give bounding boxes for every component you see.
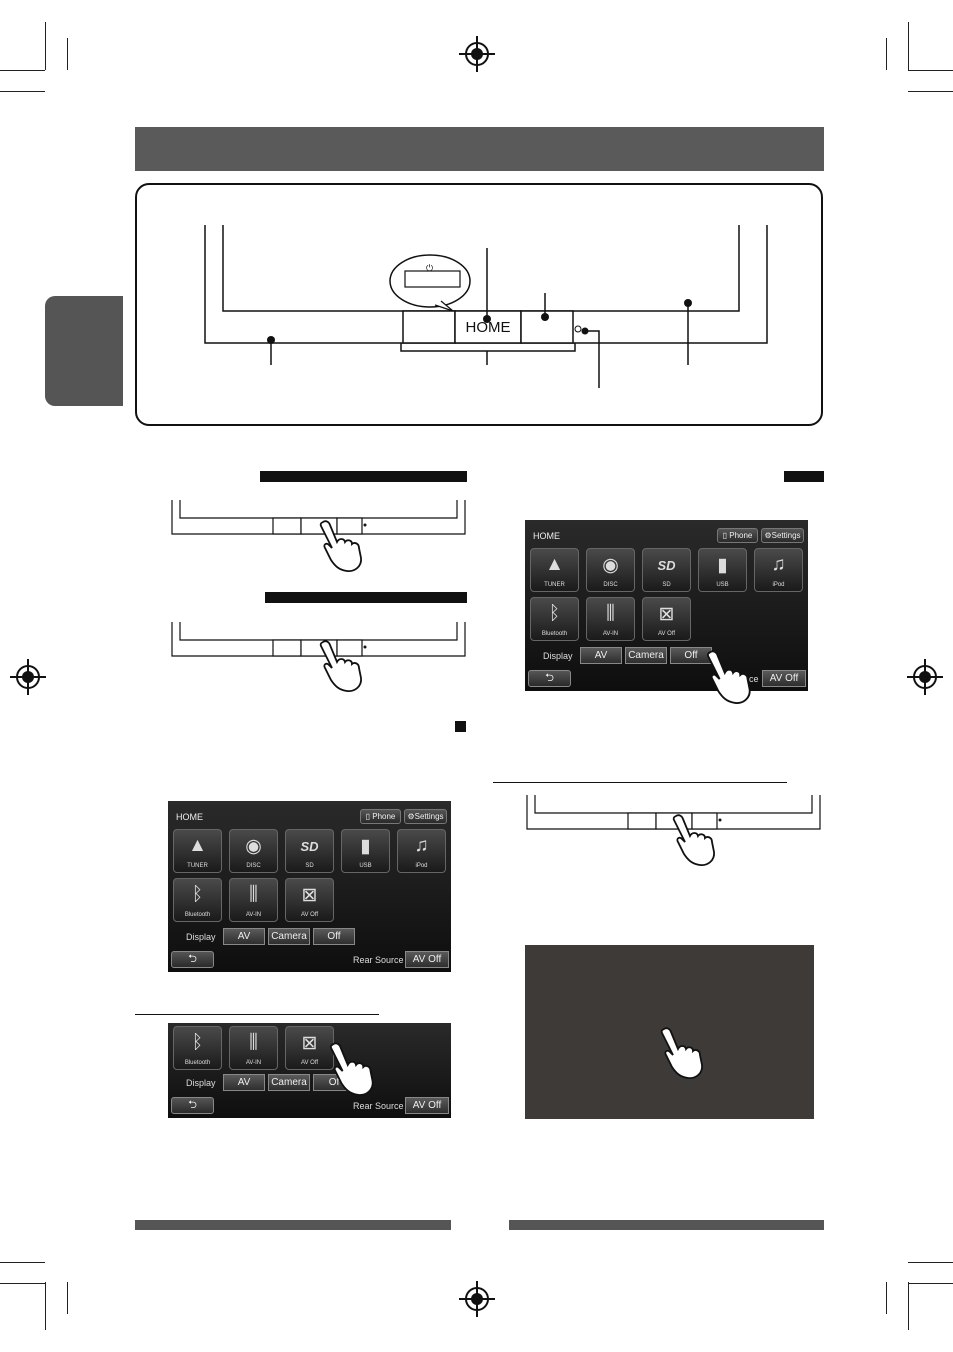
av-off-button[interactable]: AV Off	[405, 951, 449, 968]
phone-icon: ▯	[365, 812, 371, 821]
display-option-camera[interactable]: Camera	[268, 1074, 310, 1091]
pointing-hand-icon	[329, 1042, 374, 1096]
tile-av-off[interactable]: ⊠AV Off	[285, 878, 334, 922]
phone-button[interactable]: ▯ Phone	[717, 528, 758, 543]
tile-usb[interactable]: ▮USB	[341, 829, 390, 873]
pointing-hand-icon	[660, 1027, 703, 1079]
av-in-icon: ⫼	[249, 884, 258, 905]
power-icon: ⏻	[426, 263, 434, 273]
language-side-tab	[45, 296, 123, 406]
tile-av-in[interactable]: ⫼AV-IN	[586, 597, 635, 641]
tile-ipod[interactable]: ♫iPod	[397, 829, 446, 873]
back-button[interactable]: ⮌	[528, 670, 571, 687]
av-off-icon: ⊠	[301, 885, 318, 906]
ipod-icon: ♫	[771, 554, 786, 575]
display-option-camera[interactable]: Camera	[268, 928, 310, 945]
registration-mark-bottom	[459, 1281, 495, 1317]
tile-tuner[interactable]: ▲TUNER	[530, 548, 579, 592]
antenna-icon: ▲	[188, 835, 207, 856]
display-option-av[interactable]: AV	[580, 647, 622, 664]
display-option-off[interactable]: Off	[313, 928, 355, 945]
antenna-icon: ▲	[545, 554, 564, 575]
underline-rule-left	[135, 1014, 379, 1015]
tile-tuner[interactable]: ▲TUNER	[173, 829, 222, 873]
underline-rule-right	[493, 782, 787, 783]
back-arrow-icon: ⮌	[545, 672, 554, 684]
tile-usb[interactable]: ▮USB	[698, 548, 747, 592]
home-button-label: HOME	[465, 318, 511, 336]
tile-av-in[interactable]: ⫼AV-IN	[229, 1026, 278, 1070]
rear-source-label: Rear Source	[353, 1101, 404, 1111]
usb-icon: ▮	[717, 555, 728, 576]
phone-icon: ▯	[722, 531, 728, 540]
tile-disc[interactable]: ◉DISC	[586, 548, 635, 592]
section-heading-bar-2	[265, 592, 467, 603]
av-in-icon: ⫼	[606, 603, 615, 624]
sd-icon: SD	[300, 839, 319, 854]
display-label: Display	[186, 932, 216, 942]
tile-av-off[interactable]: ⊠AV Off	[285, 1026, 334, 1070]
gear-icon: ⚙	[764, 531, 772, 540]
av-off-button[interactable]: AV Off	[762, 670, 806, 687]
display-label: Display	[186, 1078, 216, 1088]
home-screen-title: HOME	[176, 812, 203, 822]
bluetooth-icon: ᛒ	[191, 884, 204, 905]
footer-bar-right	[509, 1220, 824, 1230]
monitor-panel-diagram	[135, 183, 823, 426]
back-button[interactable]: ⮌	[171, 951, 214, 968]
usb-icon: ▮	[360, 836, 371, 857]
av-off-icon: ⊠	[658, 604, 675, 625]
disc-icon: ◉	[245, 836, 262, 857]
registration-mark-left	[10, 659, 46, 695]
back-arrow-icon: ⮌	[188, 1099, 197, 1111]
tile-av-off[interactable]: ⊠AV Off	[642, 597, 691, 641]
sd-icon: SD	[657, 558, 676, 573]
av-in-icon: ⫼	[249, 1032, 258, 1053]
pointing-hand-icon	[319, 520, 362, 572]
rear-source-label-partial: ce	[749, 674, 759, 684]
display-option-av[interactable]: AV	[223, 928, 265, 945]
bluetooth-icon: ᛒ	[191, 1032, 204, 1053]
section-header-bar	[135, 127, 824, 171]
display-label: Display	[543, 651, 573, 661]
registration-mark-top	[459, 36, 495, 72]
settings-button[interactable]: ⚙Settings	[404, 809, 447, 824]
home-screen-title: HOME	[533, 531, 560, 541]
settings-button[interactable]: ⚙Settings	[761, 528, 804, 543]
gear-icon: ⚙	[407, 812, 415, 821]
av-off-icon: ⊠	[301, 1033, 318, 1054]
tile-ipod[interactable]: ♫iPod	[754, 548, 803, 592]
display-option-off[interactable]: Off	[670, 647, 712, 664]
phone-button[interactable]: ▯ Phone	[360, 809, 401, 824]
pointing-hand-icon	[672, 814, 715, 866]
ipod-icon: ♫	[414, 835, 429, 856]
section-heading-bar-1	[260, 471, 467, 482]
disc-icon: ◉	[602, 555, 619, 576]
pointing-hand-icon	[319, 640, 362, 692]
footer-bar-left	[135, 1220, 451, 1230]
bullet-square	[455, 721, 466, 732]
back-arrow-icon: ⮌	[188, 953, 197, 965]
pointing-hand-icon	[706, 650, 751, 704]
registration-mark-right	[907, 659, 943, 695]
tile-disc[interactable]: ◉DISC	[229, 829, 278, 873]
tile-av-in[interactable]: ⫼AV-IN	[229, 878, 278, 922]
bluetooth-icon: ᛒ	[548, 603, 561, 624]
display-option-av[interactable]: AV	[223, 1074, 265, 1091]
av-off-button[interactable]: AV Off	[405, 1097, 449, 1114]
rear-source-label: Rear Source	[353, 955, 404, 965]
back-button[interactable]: ⮌	[171, 1097, 214, 1114]
section-heading-bar-3	[784, 471, 824, 482]
display-option-camera[interactable]: Camera	[625, 647, 667, 664]
panel-outline-drawing	[204, 225, 768, 388]
